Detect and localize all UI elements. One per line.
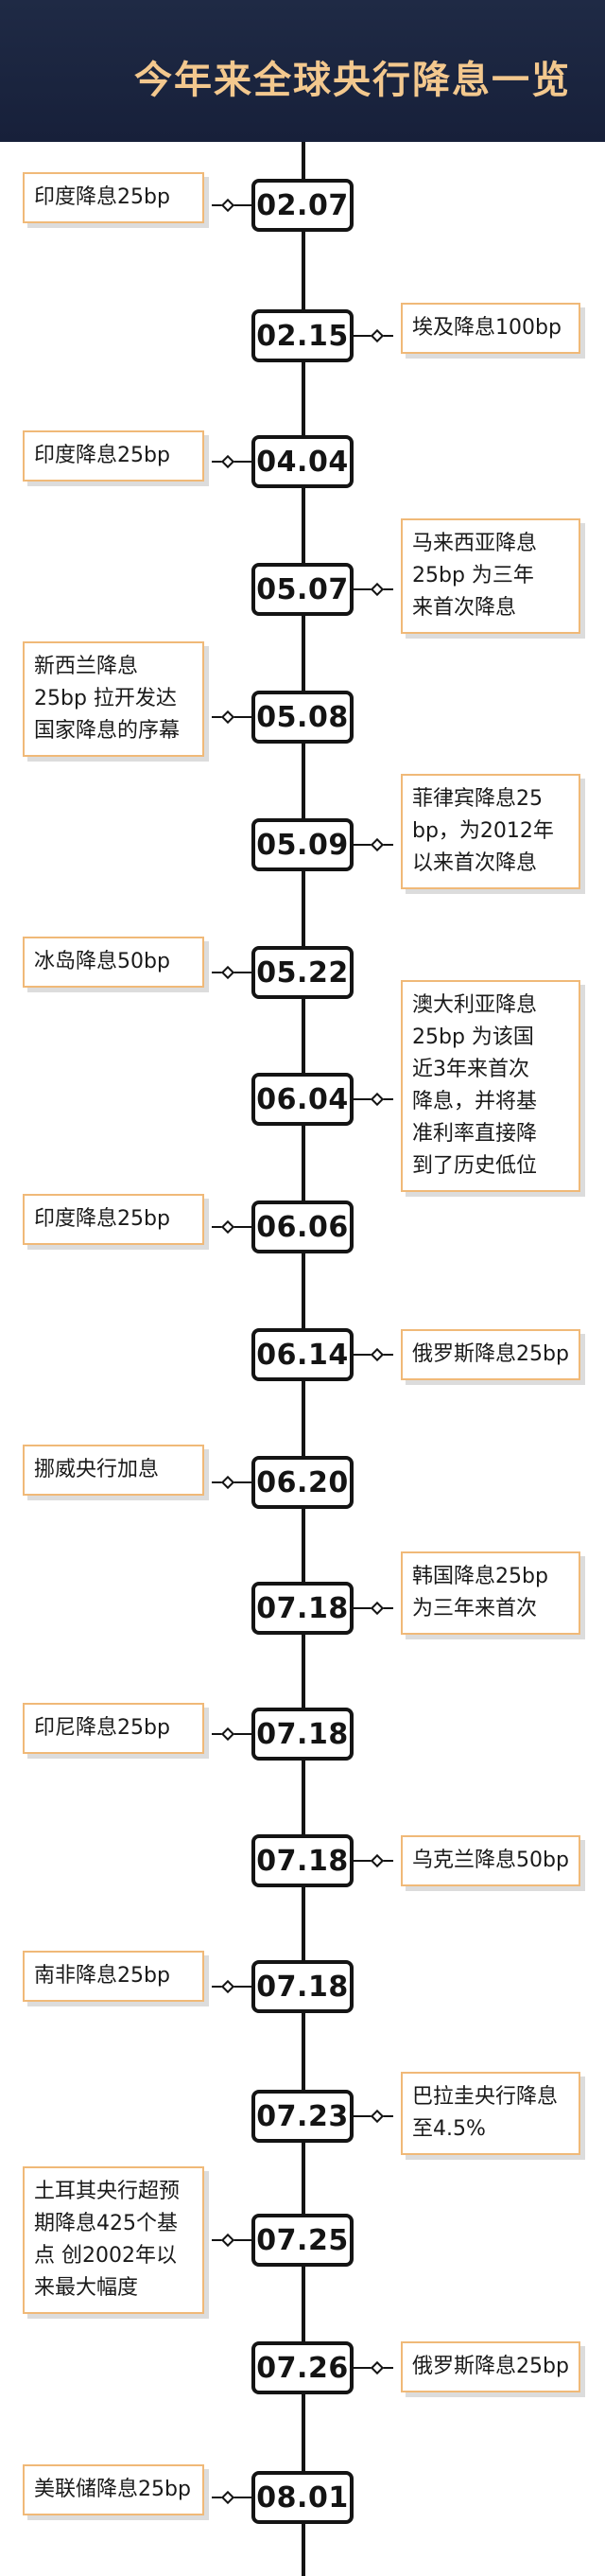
connector-diamond — [220, 2490, 235, 2505]
event-text-line: 至4.5% — [412, 2117, 486, 2141]
date-node: 07.18 — [251, 1960, 354, 2013]
event-text-line: 期降息425个基 — [34, 2212, 178, 2235]
header-banner: 今年来全球央行降息一览 — [0, 0, 605, 142]
event-text-line: 以来首次降息 — [412, 851, 538, 875]
event-text-line: 印度降息25bp — [34, 185, 170, 209]
event-text-line: 近3年来首次 — [412, 1058, 529, 1081]
event-text-line: 印度降息25bp — [34, 444, 170, 467]
date-node: 06.14 — [251, 1328, 354, 1381]
event-card: 澳大利亚降息 25bp 为该国近3年来首次降息，并将基准利率直接降到了历史低位 — [401, 980, 580, 1192]
event-text-line: 挪威央行加息 — [34, 1458, 160, 1481]
connector-diamond — [370, 837, 385, 852]
connector-diamond — [370, 1347, 385, 1362]
event-card: 冰岛降息50bp — [23, 937, 204, 988]
date-node: 07.18 — [251, 1708, 354, 1761]
date-node: 07.25 — [251, 2214, 354, 2267]
event-text-line: 降息，并将基 — [412, 1090, 538, 1113]
date-node: 05.08 — [251, 691, 354, 744]
date-node: 05.07 — [251, 563, 354, 616]
connector-diamond — [220, 1475, 235, 1490]
page-title: 今年来全球央行降息一览 — [134, 58, 571, 102]
connector-diamond — [220, 1726, 235, 1742]
connector-diamond — [220, 1979, 235, 1994]
event-text-line: 冰岛降息50bp — [34, 950, 170, 973]
date-node: 07.23 — [251, 2090, 354, 2143]
event-text-line: 25bp 拉开发达 — [34, 687, 177, 710]
event-text-line: 点 创2002年以 — [34, 2244, 177, 2268]
event-text-line: 美联储降息25bp — [34, 2478, 191, 2501]
event-card: 埃及降息100bp — [401, 303, 580, 354]
event-text-line: 澳大利亚降息 — [412, 993, 538, 1017]
event-text-line: 印尼降息25bp — [34, 1716, 170, 1740]
event-card: 印尼降息25bp — [23, 1703, 204, 1754]
event-card: 韩国降息25bp 为三年来首次 — [401, 1551, 580, 1635]
date-node: 05.22 — [251, 946, 354, 999]
event-text-line: 25bp 为该国 — [412, 1025, 534, 1049]
connector-diamond — [220, 1219, 235, 1235]
event-text-line: 土耳其央行超预 — [34, 2180, 181, 2203]
event-card: 印度降息25bp — [23, 1194, 204, 1245]
event-text-line: 25bp 为三年 — [412, 564, 534, 587]
event-card: 马来西亚降息 25bp 为三年来首次降息 — [401, 518, 580, 634]
connector-diamond — [220, 198, 235, 213]
connector-diamond — [370, 2109, 385, 2124]
event-card: 土耳其央行超预期降息425个基点 创2002年以来最大幅度 — [23, 2166, 204, 2314]
connector-diamond — [370, 328, 385, 343]
event-card: 乌克兰降息50bp — [401, 1835, 580, 1886]
event-card: 挪威央行加息 — [23, 1445, 204, 1496]
connector-diamond — [370, 2360, 385, 2375]
event-text-line: 马来西亚降息 — [412, 532, 538, 555]
event-text-line: 乌克兰降息50bp — [412, 1849, 569, 1872]
event-text-line: 印度降息25bp — [34, 1207, 170, 1231]
event-text-line: bp，为2012年 — [412, 819, 554, 843]
event-text-line: 南非降息25bp — [34, 1964, 170, 1988]
connector-diamond — [370, 1853, 385, 1868]
connector-diamond — [370, 1601, 385, 1616]
event-text-line: 韩国降息25bp — [412, 1565, 548, 1588]
connector-diamond — [220, 965, 235, 980]
date-node: 02.15 — [251, 309, 354, 362]
event-card: 俄罗斯降息25bp — [401, 1329, 580, 1380]
event-card: 新西兰降息 25bp 拉开发达国家降息的序幕 — [23, 641, 204, 757]
date-node: 07.26 — [251, 2341, 354, 2394]
event-text-line: 新西兰降息 — [34, 655, 139, 678]
date-node: 08.01 — [251, 2471, 354, 2524]
connector-diamond — [370, 582, 385, 597]
event-text-line: 到了历史低位 — [412, 1154, 538, 1178]
date-node: 02.07 — [251, 179, 354, 232]
date-node: 05.09 — [251, 818, 354, 871]
event-card: 印度降息25bp — [23, 430, 204, 482]
connector-diamond — [220, 2233, 235, 2248]
event-card: 印度降息25bp — [23, 172, 204, 223]
event-text-line: 俄罗斯降息25bp — [412, 1342, 569, 1366]
event-text-line: 俄罗斯降息25bp — [412, 2355, 569, 2378]
date-node: 04.04 — [251, 435, 354, 488]
event-text-line: 国家降息的序幕 — [34, 719, 181, 743]
connector-diamond — [370, 1092, 385, 1107]
event-text-line: 准利率直接降 — [412, 1122, 538, 1146]
date-node: 06.20 — [251, 1456, 354, 1509]
connector-diamond — [220, 710, 235, 725]
event-card: 俄罗斯降息25bp — [401, 2341, 580, 2392]
event-text-line: 来首次降息 — [412, 596, 517, 620]
event-text-line: 来最大幅度 — [34, 2276, 139, 2300]
date-node: 06.04 — [251, 1073, 354, 1126]
connector-diamond — [220, 454, 235, 469]
date-node: 07.18 — [251, 1834, 354, 1887]
event-text-line: 为三年来首次 — [412, 1597, 538, 1621]
event-card: 南非降息25bp — [23, 1951, 204, 2002]
event-card: 菲律宾降息25 bp，为2012年以来首次降息 — [401, 774, 580, 889]
event-card: 美联储降息25bp — [23, 2464, 204, 2515]
event-text-line: 菲律宾降息25 — [412, 787, 543, 811]
event-text-line: 巴拉圭央行降息 — [412, 2085, 559, 2109]
date-node: 07.18 — [251, 1582, 354, 1635]
event-card: 巴拉圭央行降息至4.5% — [401, 2072, 580, 2155]
date-node: 06.06 — [251, 1200, 354, 1253]
event-text-line: 埃及降息100bp — [412, 316, 562, 340]
